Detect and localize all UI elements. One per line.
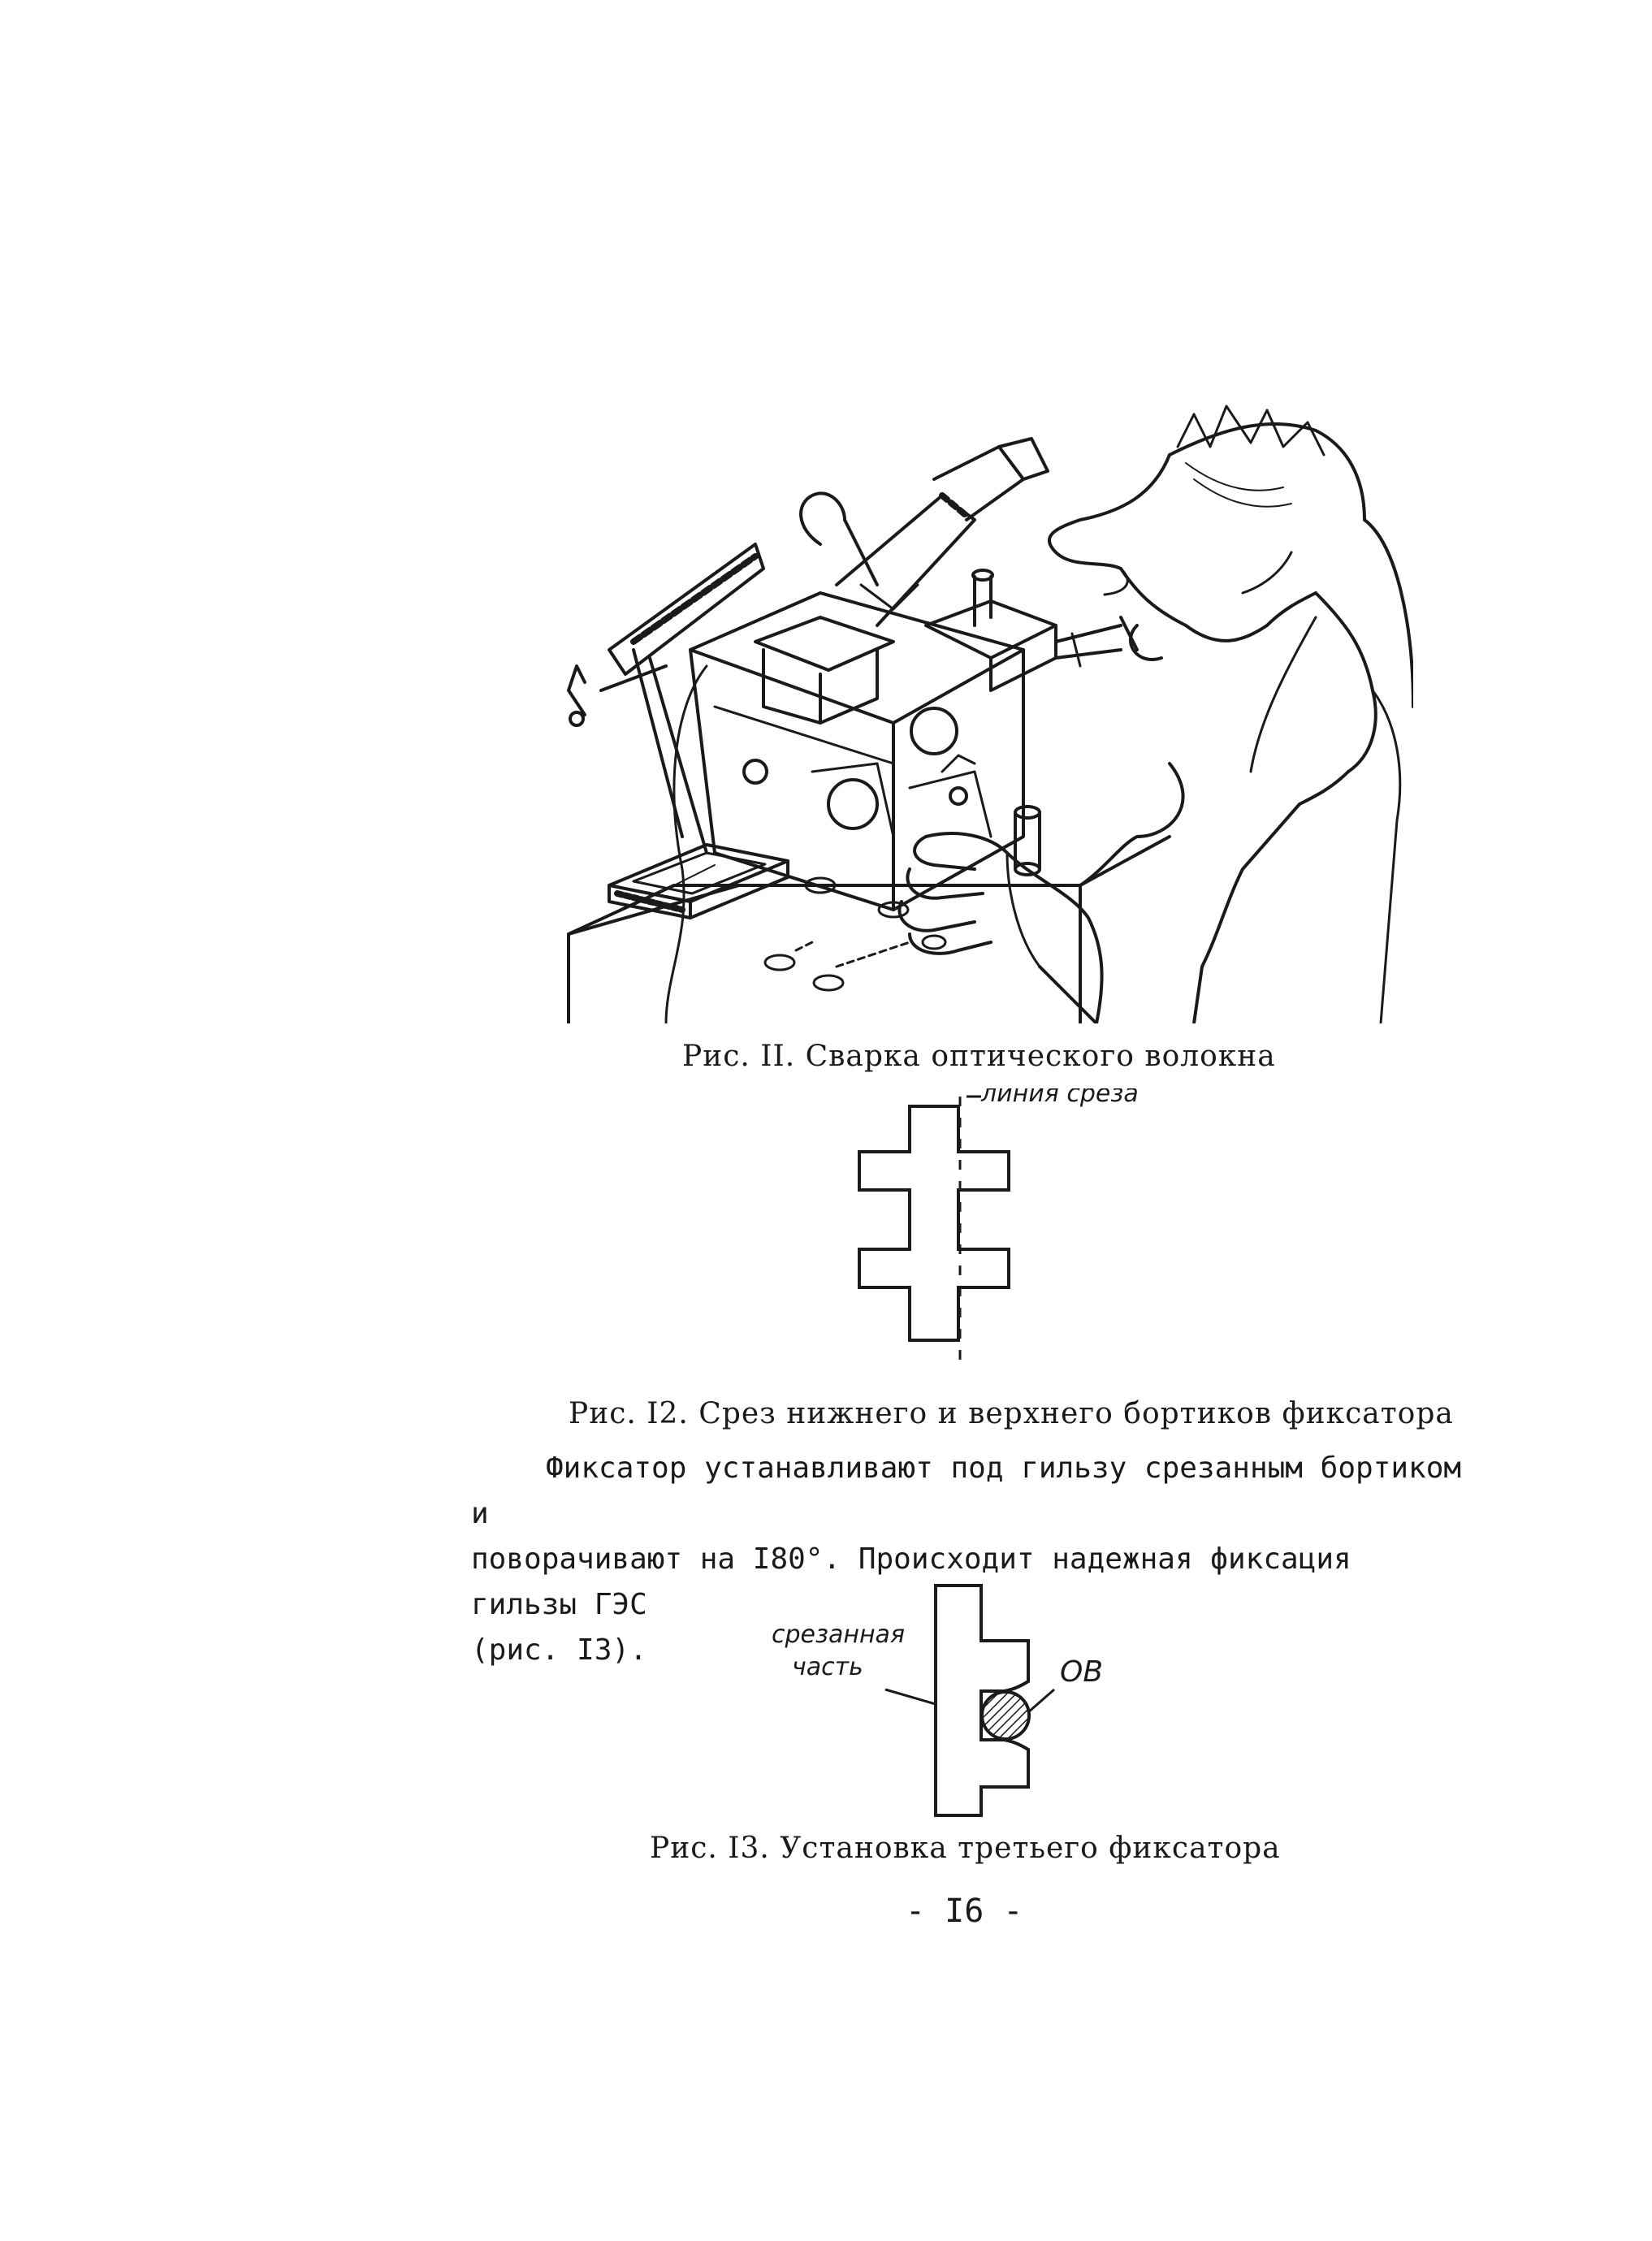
- figure-13-caption: Рис. I3. Установка третьего фиксатора: [650, 1832, 1281, 1865]
- third-fixator-outline: [934, 1584, 1030, 1817]
- figure-12-caption: Рис. I2. Срез нижнего и верхнего бортико…: [569, 1397, 1454, 1430]
- body-paragraph: Фиксатор устанавливают под гильзу срезан…: [471, 1446, 1462, 1673]
- right-fiber-holder: [924, 569, 1139, 692]
- paragraph-line-3: (рис. I3).: [471, 1633, 647, 1667]
- cut-line-label: линия среза: [980, 1088, 1139, 1108]
- left-fiber-holder: [567, 543, 765, 854]
- fiber-label: ОВ: [1060, 1655, 1103, 1689]
- operator-figure: [1048, 405, 1413, 1023]
- cut-part-label-line-2: часть: [792, 1653, 863, 1681]
- splicer-machine: [689, 591, 1025, 911]
- cut-part-label-line-1: срезанная: [772, 1620, 905, 1649]
- paragraph-line-1: Фиксатор устанавливают под гильзу срезан…: [471, 1451, 1462, 1530]
- meter-gauge: [608, 843, 789, 919]
- operator-hand: [897, 832, 1104, 1023]
- figure-11-caption: Рис. II. Сварка оптического волокна: [682, 1040, 1276, 1073]
- paragraph-line-2: поворачивают на I80°. Происходит надежна…: [471, 1542, 1351, 1621]
- fixator-outline: [858, 1105, 1010, 1342]
- optical-fiber-circle: [980, 1690, 1031, 1741]
- fiber-label-leader: [1027, 1688, 1055, 1714]
- cut-part-leader: [884, 1688, 936, 1706]
- page-number: - I6 -: [906, 1893, 1023, 1930]
- microscope: [799, 437, 1049, 627]
- figure-11-illustration: [567, 405, 1413, 1023]
- fiber-cable: [664, 664, 708, 1023]
- figure-12-diagram: линия среза: [858, 1088, 1139, 1369]
- figure-13-diagram: ОВ срезанная часть: [772, 1584, 1103, 1817]
